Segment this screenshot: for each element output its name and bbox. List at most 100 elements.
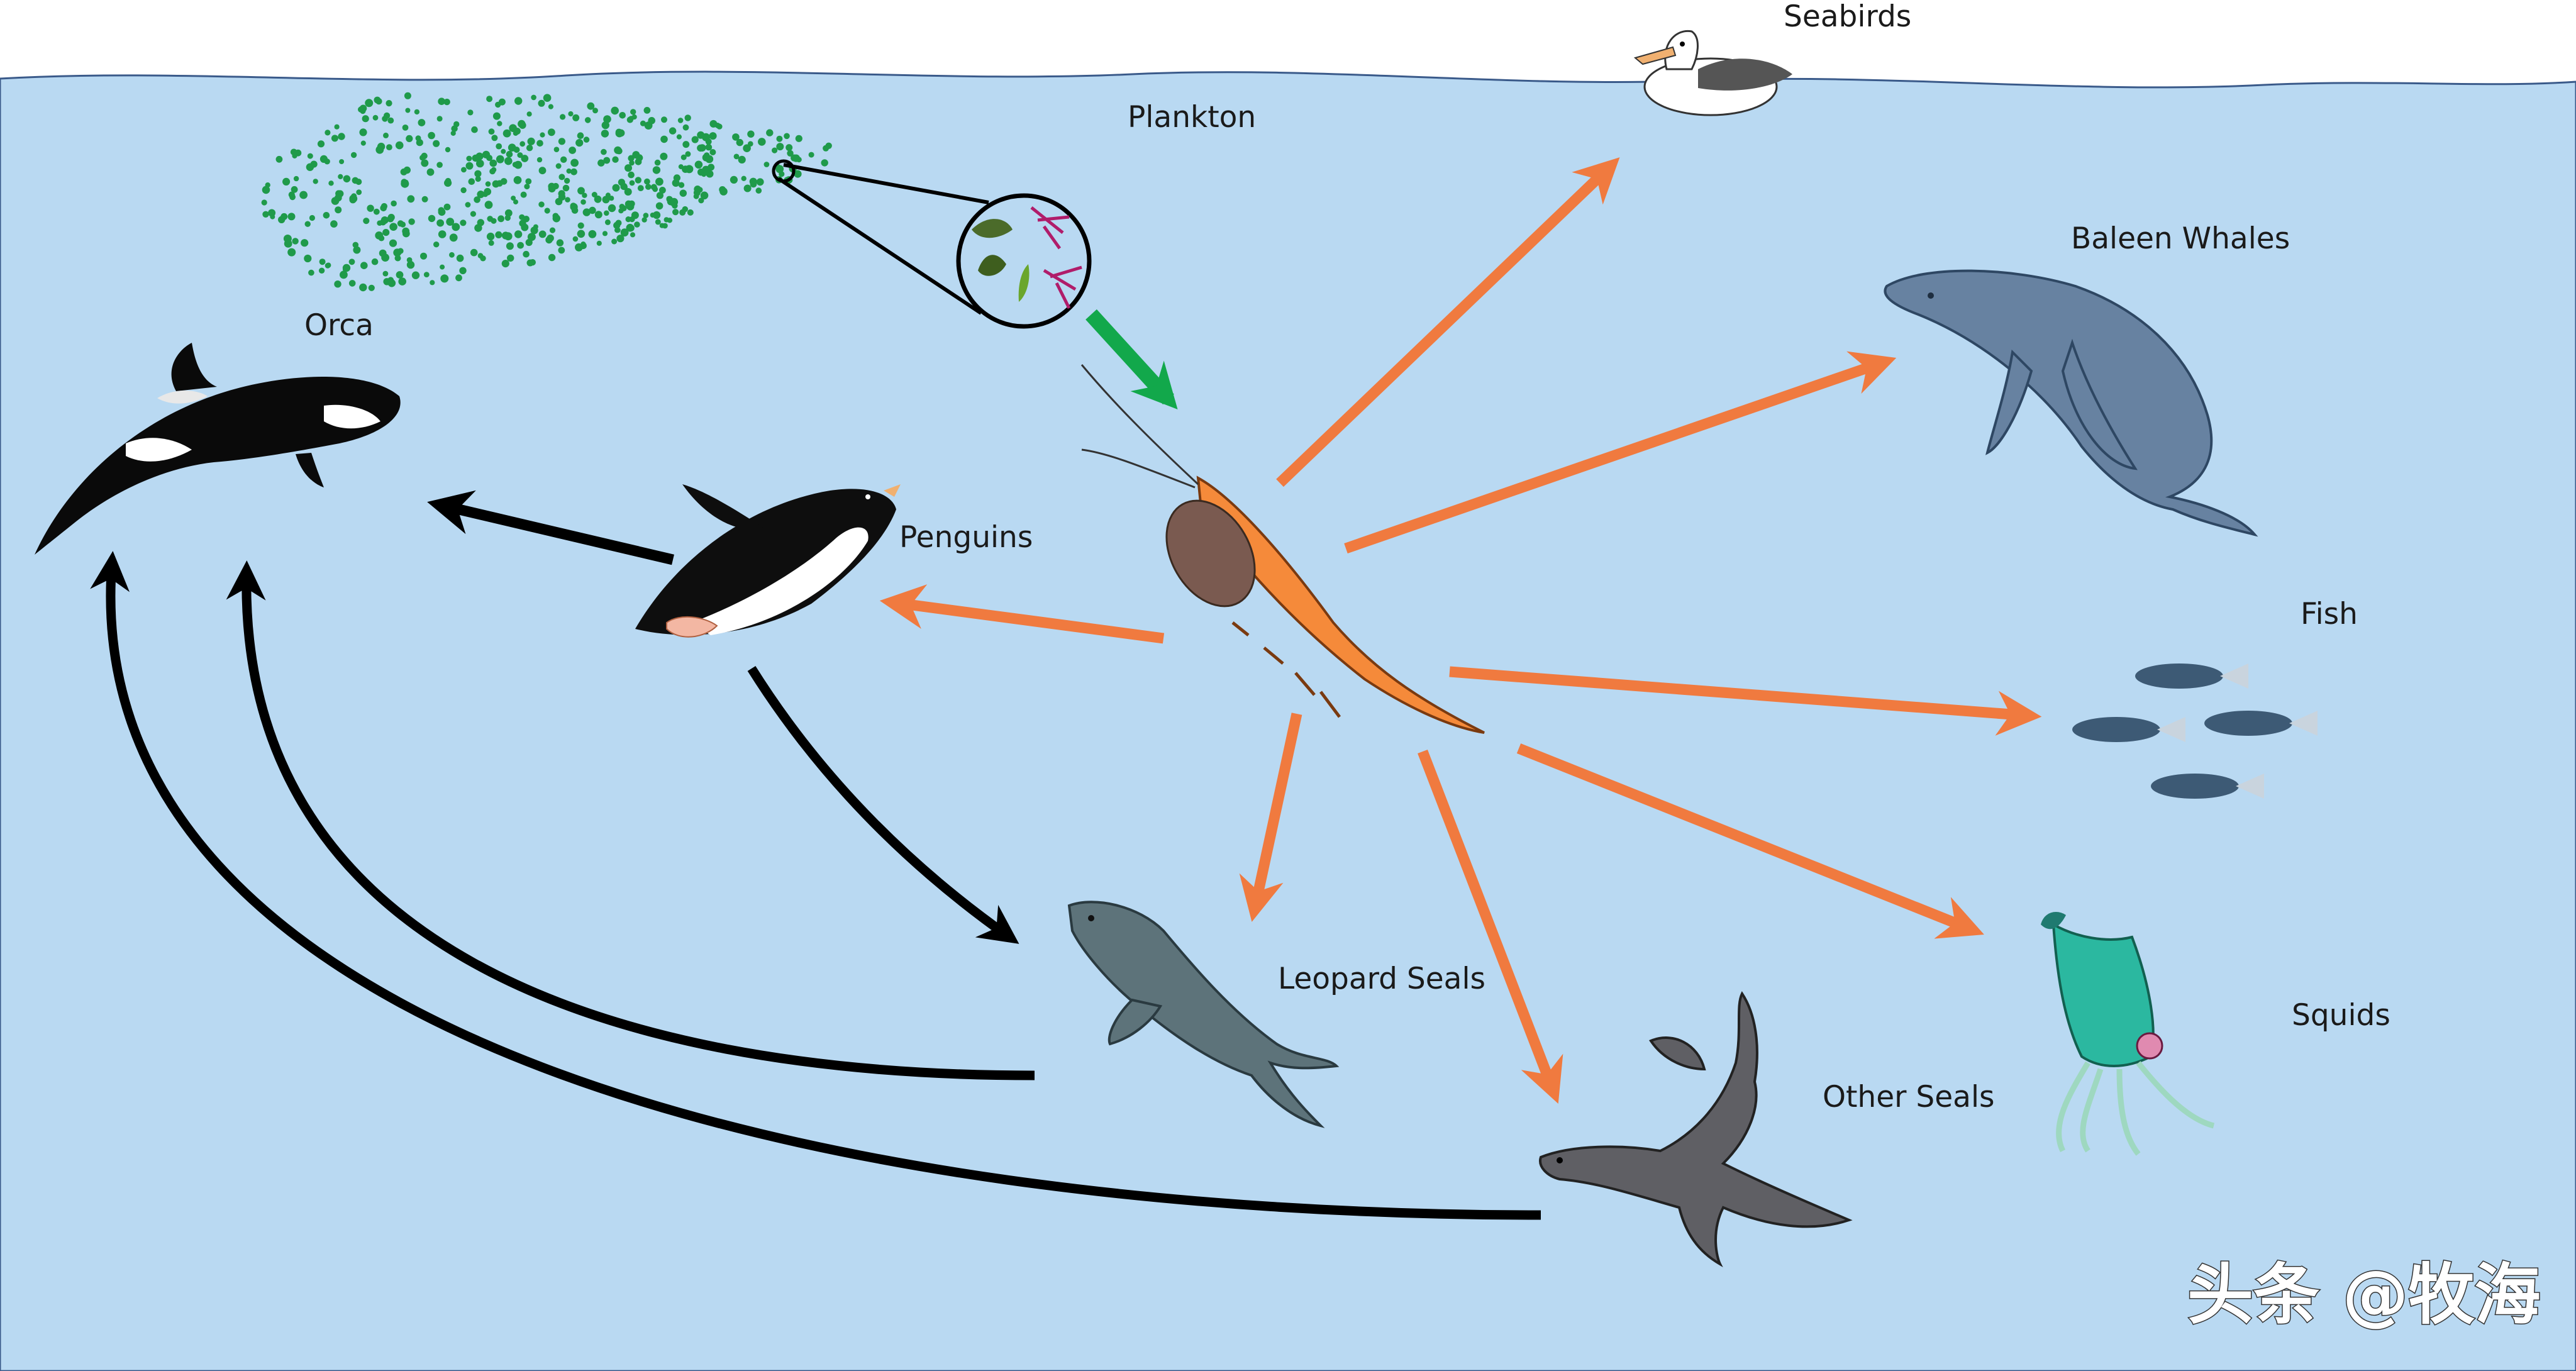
plankton-dot — [521, 155, 529, 162]
plankton-dot — [555, 163, 562, 169]
plankton-dot — [669, 127, 677, 135]
plankton-dot — [375, 145, 384, 154]
plankton-dot — [449, 233, 458, 242]
plankton-dot — [543, 94, 552, 102]
plankton-dot — [489, 168, 496, 175]
arrow-krill-to-penguins — [879, 584, 1165, 644]
plankton-dot — [732, 133, 740, 141]
plankton-dot — [484, 201, 493, 209]
plankton-dot — [580, 199, 586, 205]
label-baleen-whales: Baleen Whales — [2071, 221, 2290, 256]
plankton-dot — [634, 221, 640, 228]
plankton-dot — [317, 140, 325, 148]
plankton-dot — [662, 223, 668, 229]
plankton-dot — [603, 115, 611, 123]
plankton-dot — [653, 211, 661, 219]
plankton-dot — [375, 231, 384, 240]
plankton-dot — [397, 248, 404, 254]
plankton-dot — [786, 144, 793, 152]
plankton-dot — [470, 248, 478, 257]
plankton-dot — [644, 178, 650, 185]
plankton-dot — [491, 135, 498, 142]
plankton-dot — [504, 232, 513, 241]
plankton-dot — [504, 157, 513, 165]
plankton-dot — [565, 197, 570, 203]
plankton-dot — [436, 219, 444, 227]
plankton-dot — [339, 159, 345, 164]
plankton-dot — [304, 254, 312, 263]
plankton-dot — [513, 199, 518, 205]
plankton-dot — [353, 246, 361, 254]
plankton-dot — [604, 210, 609, 216]
plankton-dot — [652, 166, 661, 174]
plankton-dot — [466, 155, 472, 162]
plankton-dot — [398, 277, 406, 286]
plankton-dot — [290, 148, 297, 156]
plankton-dot — [655, 177, 663, 186]
plankton-dot — [513, 130, 519, 136]
plankton-dot — [756, 178, 764, 186]
plankton-cloud-icon — [261, 92, 832, 292]
plankton-dot — [456, 254, 464, 262]
plankton-dot — [283, 235, 292, 243]
plankton-dot — [625, 164, 632, 172]
plankton-dot — [405, 108, 411, 113]
plankton-dot — [676, 134, 682, 140]
plankton-dot — [548, 104, 554, 109]
plankton-dot — [262, 186, 270, 194]
plankton-dot — [682, 141, 690, 148]
plankton-dot — [587, 102, 595, 110]
arrow-krill-to-seabirds — [1276, 157, 1620, 487]
plankton-dot — [372, 114, 379, 121]
plankton-dot — [477, 191, 485, 198]
arrow-krill-to-squids — [1516, 743, 1984, 939]
plankton-dot — [614, 146, 622, 154]
plankton-dot — [784, 133, 790, 140]
plankton-dot — [655, 202, 663, 210]
plankton-dot — [672, 203, 678, 209]
plankton-dot — [601, 130, 609, 138]
plankton-dot — [635, 177, 641, 184]
plankton-dot — [465, 202, 471, 208]
plankton-dot — [705, 143, 713, 151]
plankton-dot — [589, 206, 596, 214]
plankton-dot — [527, 137, 535, 145]
plankton-dot — [641, 217, 647, 223]
plankton-dot — [548, 253, 556, 262]
plankton-dot — [684, 114, 691, 121]
plankton-dot — [404, 92, 411, 99]
plankton-dot — [555, 197, 563, 206]
plankton-dot — [660, 152, 668, 160]
plankton-dot — [325, 263, 331, 269]
plankton-dot — [367, 204, 374, 212]
plankton-dot — [748, 141, 753, 147]
plankton-dot — [511, 196, 516, 201]
plankton-dot — [741, 175, 747, 181]
plankton-dot — [488, 240, 494, 246]
plankton-dot — [406, 260, 415, 269]
plankton-dot — [577, 230, 586, 238]
plankton-dot — [531, 94, 536, 101]
plankton-dot — [500, 178, 508, 185]
plankton-dot — [497, 215, 504, 223]
arrow-krill-to-fish — [1449, 666, 2042, 736]
plankton-dot — [282, 177, 291, 186]
label-fish: Fish — [2301, 597, 2358, 631]
plankton-dot — [547, 234, 554, 242]
plankton-dot — [480, 255, 486, 262]
plankton-dot — [450, 130, 456, 136]
plankton-magnifier-icon — [772, 159, 1092, 329]
plankton-dot — [389, 239, 397, 247]
plankton-dot — [693, 193, 699, 199]
plankton-dot — [625, 200, 633, 208]
krill-icon — [1080, 364, 1485, 734]
plankton-dot — [452, 223, 460, 231]
plankton-dot — [519, 141, 526, 147]
plankton-dot — [288, 191, 295, 198]
plankton-dot — [371, 258, 379, 265]
plankton-dot — [568, 111, 574, 117]
humpback-whale-icon — [1884, 269, 2258, 537]
plankton-dot — [743, 144, 751, 152]
plankton-dot — [549, 227, 556, 233]
plankton-dot — [475, 175, 481, 182]
